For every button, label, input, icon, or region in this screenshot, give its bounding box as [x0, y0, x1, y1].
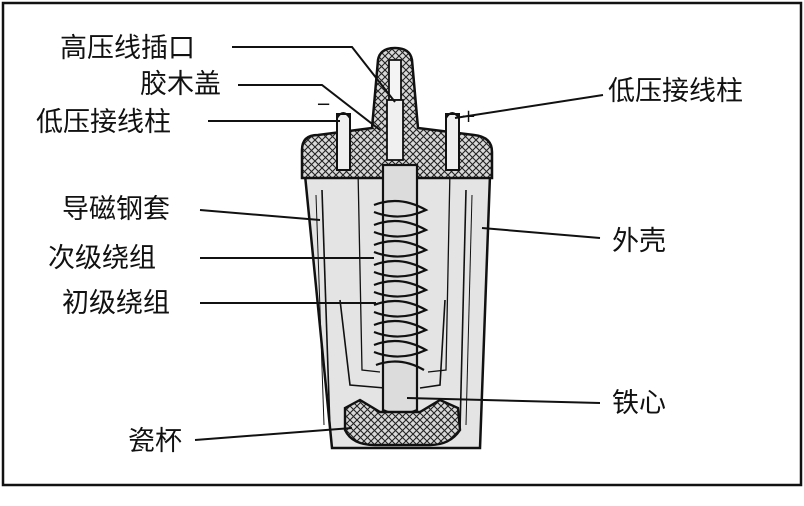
leader-hv-socket	[232, 46, 396, 103]
hv-socket	[388, 59, 402, 101]
label-secondary-winding: 次级绕组	[48, 243, 156, 274]
primary-winding	[373, 299, 429, 371]
porcelain-cup	[343, 398, 462, 447]
label-bakelite-cap: 胶木盖	[140, 69, 221, 100]
label-porcelain-cup: 瓷杯	[128, 426, 182, 457]
label-iron-core: 铁心	[612, 388, 666, 419]
lv-terminal-left	[336, 112, 351, 171]
leader-cup	[194, 427, 353, 441]
label-hv-socket: 高压线插口	[60, 33, 195, 64]
label-magnetic-sleeve: 导磁钢套	[62, 194, 170, 225]
outer-frame	[1, 1, 803, 487]
minus-sign: −	[316, 94, 331, 115]
magnetic-sleeve	[315, 169, 473, 431]
leader-housing	[481, 227, 601, 239]
leader-bakelite-cap	[238, 84, 381, 131]
label-primary-winding: 初级绕组	[62, 288, 170, 319]
label-housing: 外壳	[612, 226, 666, 257]
secondary-winding	[373, 199, 429, 298]
hv-contact	[386, 99, 404, 161]
leader-sleeve	[199, 209, 321, 221]
label-lv-terminal-left: 低压接线柱	[36, 107, 171, 138]
lv-terminal-right	[445, 112, 460, 171]
leader-lv-right	[454, 94, 604, 119]
leader-core	[406, 397, 601, 404]
label-lv-terminal-right: 低压接线柱	[608, 76, 743, 107]
